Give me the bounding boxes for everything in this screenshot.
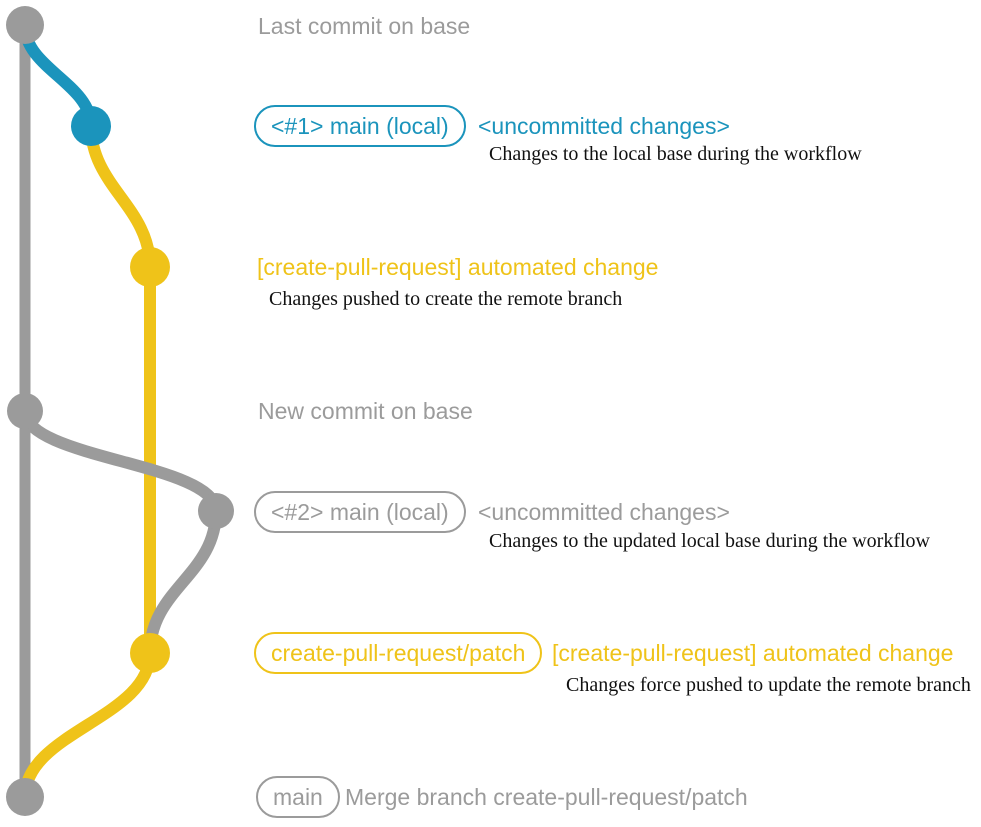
branch-badge-main: main [256, 776, 340, 818]
commit-label-merge-branch: Merge branch create-pull-request/patch [345, 784, 748, 810]
commit-label-uncommitted-changes-2: <uncommitted changes> [478, 499, 730, 525]
description-uncommitted-changes-1: Changes to the local base during the wor… [489, 143, 862, 165]
commit-label-automated-change-1: [create-pull-request] automated change [257, 254, 659, 280]
description-automated-change-1: Changes pushed to create the remote bran… [269, 288, 623, 310]
commit-dot-automated-change-1 [130, 247, 170, 287]
commit-dot-merge-commit [6, 778, 44, 816]
rebase-curve [144, 505, 222, 659]
branch-badge-create-pull-request-patch: create-pull-request/patch [254, 632, 543, 674]
branch-badge-main-local-1: <#1> main (local) [254, 105, 466, 147]
commit-dot-automated-change-2 [130, 633, 170, 673]
commit-dot-new-commit-on-base [7, 393, 43, 429]
local-main-2-branch-curve [19, 405, 222, 517]
commit-label-automated-change-2: [create-pull-request] automated change [552, 640, 954, 666]
description-uncommitted-changes-2: Changes to the updated local base during… [489, 530, 930, 552]
commit-dot-last-commit-on-base [6, 6, 44, 44]
patch-branch-line [85, 120, 156, 659]
annotation-last-commit-on-base: Last commit on base [258, 13, 471, 39]
annotation-new-commit-on-base: New commit on base [258, 398, 473, 424]
commit-dot-uncommitted-changes-1 [71, 106, 111, 146]
commit-dot-uncommitted-changes-2 [198, 493, 234, 529]
description-automated-change-2: Changes force pushed to update the remot… [566, 674, 971, 696]
merge-curve [19, 647, 156, 803]
branch-badge-main-local-2: <#2> main (local) [254, 491, 466, 533]
commit-label-uncommitted-changes-1: <uncommitted changes> [478, 113, 730, 139]
